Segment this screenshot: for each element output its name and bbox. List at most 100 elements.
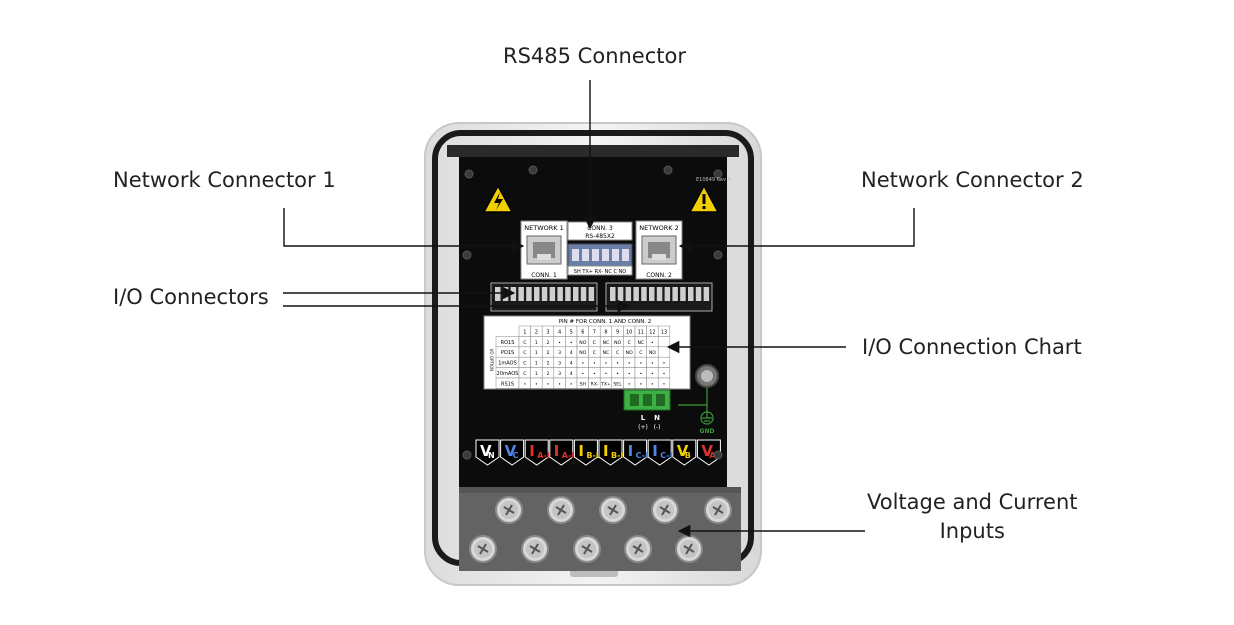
rs485-pin-labels: SH TX+ RX- NC C NO bbox=[574, 269, 626, 275]
pin-chart-col-header: 10 bbox=[626, 329, 632, 335]
io-pin bbox=[526, 287, 532, 301]
network-1-leader bbox=[283, 208, 525, 253]
ground-screw bbox=[678, 364, 719, 412]
pin-chart-col-header: 12 bbox=[649, 329, 655, 335]
pin-chart-cell: 2 bbox=[547, 340, 550, 346]
rs485-callout: RS485 Connector bbox=[503, 44, 686, 68]
pin-chart-col-header: 13 bbox=[661, 329, 667, 335]
io-pin bbox=[649, 287, 655, 301]
terminal-block-shade bbox=[459, 487, 741, 493]
io-pin bbox=[695, 287, 702, 301]
pin-chart-cell: • bbox=[651, 372, 654, 377]
pin-chart-cell: NO bbox=[626, 350, 633, 356]
terminal-sub-text: A bbox=[709, 451, 716, 460]
pin-chart-col-header: 11 bbox=[638, 329, 644, 335]
pin-chart-cell: 1 bbox=[535, 371, 538, 377]
pin-chart-col-header: 6 bbox=[581, 329, 584, 335]
terminal-screws bbox=[469, 496, 732, 563]
terminal-sub-text: A-HI bbox=[562, 451, 581, 460]
network-connector-2 bbox=[635, 220, 683, 280]
pin-chart-cell: • bbox=[628, 362, 631, 367]
io-pin bbox=[610, 287, 616, 301]
terminal-screw bbox=[547, 496, 575, 524]
conn-1-label: CONN. 1 bbox=[531, 272, 557, 279]
pin-chart-cell: • bbox=[581, 372, 584, 377]
pin-chart-cell: • bbox=[639, 382, 642, 387]
terminal-screw bbox=[704, 496, 732, 524]
pin-chart-cell: C bbox=[593, 340, 596, 346]
terminal-main-text: V bbox=[480, 442, 492, 460]
io-pin bbox=[617, 287, 624, 301]
terminal-screw bbox=[521, 535, 549, 563]
network-1-callout: Network Connector 1 bbox=[113, 168, 336, 192]
pin-chart-cell: NO bbox=[579, 340, 586, 346]
pin-chart-cell: NO bbox=[649, 350, 656, 356]
pin-chart-row-name: 20mAOS bbox=[497, 371, 519, 377]
pin-chart-row-name: PO1S bbox=[501, 350, 514, 356]
power-n-label: N bbox=[654, 414, 660, 422]
io-connector-2 bbox=[605, 282, 713, 312]
voltage-current-line-1: Voltage and Current bbox=[867, 490, 1078, 514]
terminal-label-v-n: VN bbox=[475, 439, 500, 466]
pin-chart-cell: NC bbox=[603, 340, 610, 346]
pin-chart-col-header: 5 bbox=[570, 329, 573, 335]
pin-chart-cell: • bbox=[663, 362, 666, 367]
io-pin bbox=[534, 287, 540, 301]
pin-chart-cell: 2 bbox=[547, 371, 550, 377]
pin-chart-cell: • bbox=[593, 362, 596, 367]
terminal-screw bbox=[495, 496, 523, 524]
conn-2-label: CONN. 2 bbox=[646, 272, 672, 279]
pin-chart-col-header: 7 bbox=[593, 329, 596, 335]
pin-chart-col-header: 3 bbox=[546, 329, 549, 335]
terminal-sub-text: C-LO bbox=[636, 451, 657, 460]
io-connector-1 bbox=[490, 282, 598, 312]
pin-chart-cell: NO bbox=[579, 350, 586, 356]
pin-chart-cell: 4 bbox=[570, 350, 573, 356]
pin-chart-row-name: 1mAOS bbox=[498, 361, 517, 367]
pin-chart-cell: • bbox=[639, 362, 642, 367]
pin-chart-cell: • bbox=[651, 362, 654, 367]
network-2-label: NETWORK 2 bbox=[639, 224, 678, 232]
terminal-screw bbox=[651, 496, 679, 524]
io-pin bbox=[703, 287, 710, 301]
pin-chart-cell: • bbox=[581, 362, 584, 367]
io-pin bbox=[588, 287, 595, 301]
terminal-main-text: I bbox=[578, 442, 584, 460]
io-pin bbox=[549, 287, 556, 301]
io-connection-chart: PIN # FOR CONN. 1 AND CONN. 2 I/O OPTION… bbox=[483, 315, 691, 390]
pin-chart-cell: RX- bbox=[591, 381, 599, 387]
pin-chart-cell: • bbox=[651, 382, 654, 387]
terminal-screw bbox=[624, 535, 652, 563]
pin-chart-cell: • bbox=[663, 372, 666, 377]
pin-chart-cell: • bbox=[663, 382, 666, 387]
pin-chart-cell: C bbox=[616, 350, 619, 356]
pin-chart-cell: • bbox=[628, 382, 631, 387]
terminal-screw bbox=[573, 535, 601, 563]
gnd-label: GND bbox=[700, 428, 715, 435]
power-connector bbox=[623, 389, 671, 411]
rs485x2-label: RS-485X2 bbox=[585, 233, 615, 240]
terminal-main-text: I bbox=[554, 442, 560, 460]
io-pin bbox=[656, 287, 663, 301]
io-pin bbox=[664, 287, 671, 301]
pin-chart-cell: • bbox=[605, 362, 608, 367]
pin-chart-cell: 1 bbox=[535, 361, 538, 367]
terminal-screw bbox=[599, 496, 627, 524]
pin-chart-cell: 1 bbox=[535, 340, 538, 346]
pin-chart-cell: SH bbox=[580, 381, 586, 387]
pin-chart-cell: NO bbox=[614, 340, 621, 346]
pin-chart-cell: NC bbox=[603, 350, 610, 356]
io-pin bbox=[541, 287, 548, 301]
network-2-leader bbox=[678, 208, 915, 253]
io-pin bbox=[510, 287, 517, 301]
terminal-main-text: I bbox=[529, 442, 535, 460]
pin-chart-cell: C bbox=[593, 350, 596, 356]
pin-chart-cell: 4 bbox=[570, 361, 573, 367]
pin-chart-col-header: 4 bbox=[558, 329, 561, 335]
io-pin bbox=[518, 287, 524, 301]
pin-chart-col-header: 2 bbox=[535, 329, 538, 335]
terminal-screw bbox=[469, 535, 497, 563]
